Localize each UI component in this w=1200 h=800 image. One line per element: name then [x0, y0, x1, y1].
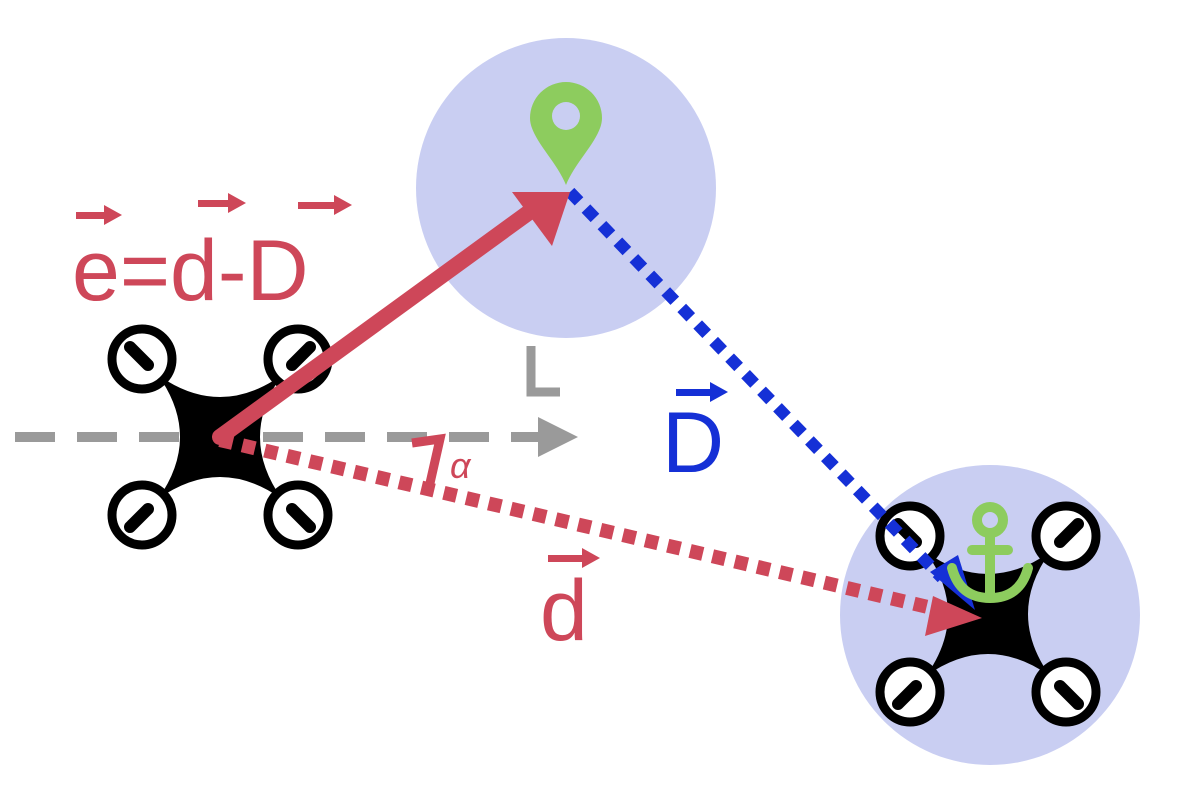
- anchor-icon: [947, 502, 1033, 604]
- reference-corner-mark: [526, 346, 560, 397]
- vector-D-label-group: D: [662, 382, 728, 491]
- error-equation: e=d-D: [72, 193, 352, 319]
- vector-e-line: [212, 205, 536, 445]
- vector-d-line: [218, 433, 934, 615]
- vector-D-label: D: [662, 395, 724, 491]
- location-pin-icon: [530, 82, 602, 185]
- reference-axis-arrowhead: [538, 417, 578, 457]
- error-equation-text: e=d-D: [72, 223, 309, 319]
- angle-marker: [411, 433, 446, 493]
- vector-D-line: [565, 187, 947, 583]
- angle-label: α: [450, 445, 472, 486]
- vector-d-label-group: d: [540, 548, 600, 659]
- vector-d-label: d: [540, 563, 588, 659]
- vector-e-arrowhead: [512, 192, 570, 246]
- vector-d-arrowhead: [925, 596, 982, 636]
